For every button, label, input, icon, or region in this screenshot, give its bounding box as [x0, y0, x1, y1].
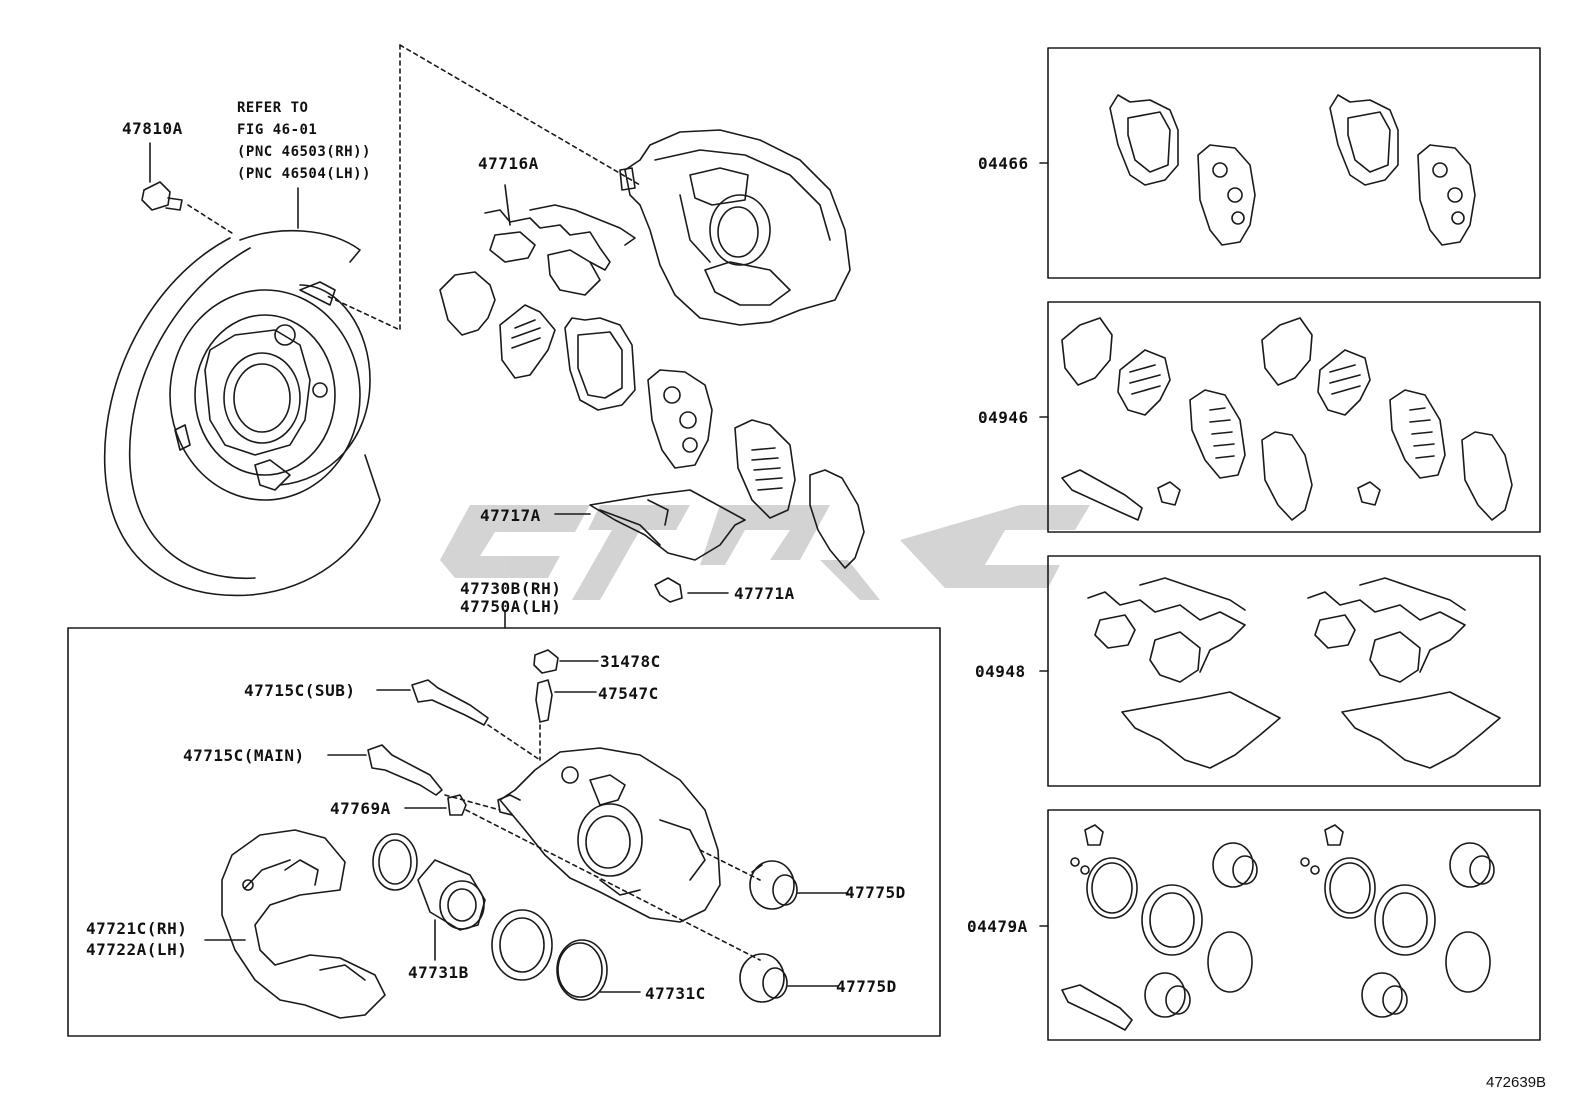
part-label-47547c: 47547C [598, 684, 659, 703]
pad-shim-holes-icon [499, 304, 556, 379]
boot-lower-icon [739, 953, 788, 1003]
piston-icon [417, 859, 486, 931]
pad-shim-right-icon [809, 469, 865, 569]
caliper-assembly-box [67, 627, 941, 1037]
part-label-47750a-lh: 47750A(LH) [460, 597, 562, 616]
kit-04946-shims-icon [1061, 317, 1513, 521]
part-label-47715c-sub: 47715C(SUB) [244, 681, 356, 700]
part-label-47775d-lower: 47775D [836, 977, 897, 996]
pad-shim-left-icon [439, 271, 496, 336]
kit-box-04948 [1047, 555, 1541, 787]
bushing-47769a-icon [447, 794, 467, 816]
part-label-47731c: 47731C [645, 984, 706, 1003]
backing-plate-icon [103, 229, 381, 597]
clip-47771a-icon [654, 577, 683, 603]
guide-pin-sub-icon [411, 679, 489, 726]
kit-box-04946 [1047, 301, 1541, 533]
brake-pad-backing-icon [647, 369, 713, 469]
refer-note-line-4: (PNC 46504(LH)) [237, 166, 371, 182]
piston-seal-icon [372, 833, 418, 891]
part-label-47731b: 47731B [408, 963, 469, 982]
part-label-47810a: 47810A [122, 119, 183, 138]
kit-04466-pads-icon [1109, 94, 1476, 246]
boot-upper-icon [749, 860, 798, 910]
part-label-47716a: 47716A [478, 154, 539, 173]
part-label-47769a: 47769A [330, 799, 391, 818]
guide-pin-main-icon [367, 744, 443, 796]
kit-04948-clips-icon [1087, 577, 1501, 769]
bleeder-cap-icon [533, 649, 559, 674]
watermark-logo [440, 505, 1090, 600]
refer-note-line-3: (PNC 46503(RH)) [237, 144, 371, 160]
clip-47717a-icon [589, 489, 746, 561]
anti-squeal-shim-icon [734, 419, 796, 519]
part-label-47721c-rh: 47721C(RH) [86, 919, 188, 938]
kit-box-04466 [1047, 47, 1541, 279]
caliper-top-icon [619, 129, 851, 326]
part-label-47771a: 47771A [734, 584, 795, 603]
part-label-47717a: 47717A [480, 506, 541, 525]
brake-pad-icon [564, 317, 636, 411]
kit-label-04466: 04466 [978, 154, 1029, 173]
kit-label-04479a: 04479A [967, 917, 1028, 936]
figure-number: 472639B [1486, 1074, 1547, 1091]
shim-47716a-icon [484, 184, 636, 296]
part-label-47775d-upper: 47775D [845, 883, 906, 902]
kit-box-04479a [1047, 809, 1541, 1041]
refer-note-line-2: FIG 46-01 [237, 122, 318, 138]
part-label-47722a-lh: 47722A(LH) [86, 940, 188, 959]
kit-label-04948: 04948 [975, 662, 1026, 681]
part-label-47730b-rh: 47730B(RH) [460, 579, 562, 598]
part-label-31478c: 31478C [600, 652, 661, 671]
bolt-47810a-icon [141, 142, 183, 211]
part-label-47715c-main: 47715C(MAIN) [183, 746, 305, 765]
dust-boot-icon [491, 909, 553, 981]
kit-label-04946: 04946 [978, 408, 1029, 427]
piston-ring-icon [556, 939, 608, 1001]
bleeder-screw-icon [535, 679, 553, 723]
refer-note-line-1: REFER TO [237, 100, 309, 116]
caliper-bracket-icon [221, 829, 386, 1019]
caliper-body-icon [497, 747, 721, 923]
kit-04479a-seals-icon [1061, 824, 1495, 1031]
